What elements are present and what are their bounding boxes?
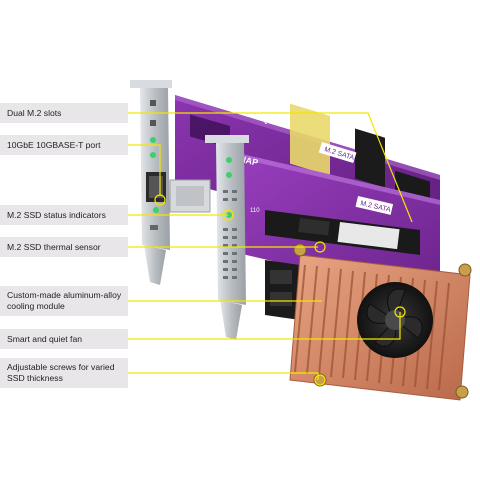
length-mark-110-lower: 110	[250, 266, 260, 272]
front-bracket	[205, 135, 249, 340]
callout-adjustable-screws-text: Adjustable screws for varied SSD thickne…	[7, 362, 115, 383]
back-bracket	[130, 80, 172, 285]
callout-adjustable-screws: Adjustable screws for varied SSD thickne…	[0, 358, 128, 388]
leader-screws	[128, 372, 319, 380]
callout-quiet-fan-text: Smart and quiet fan	[7, 333, 83, 344]
callout-10gbe-port-text: 10GbE 10GBASE-T port	[7, 139, 101, 150]
callout-status-indicators: M.2 SSD status indicators	[0, 205, 128, 225]
callout-thermal-sensor-text: M.2 SSD thermal sensor	[7, 241, 101, 252]
callout-dual-m2-slots-text: Dual M.2 slots	[7, 107, 62, 118]
callout-cooling-module-text: Custom-made aluminum-alloy cooling modul…	[7, 290, 122, 311]
ssd-lower	[265, 260, 300, 320]
callout-thermal-sensor: M.2 SSD thermal sensor	[0, 237, 128, 257]
leader-fan	[128, 312, 401, 340]
length-mark-110: 110	[250, 208, 260, 214]
screw-bottom-left	[313, 373, 327, 387]
leader-10gbe	[128, 144, 161, 196]
cooling-module	[289, 243, 472, 401]
callout-status-indicators-text: M.2 SSD status indicators	[7, 209, 106, 220]
callout-10gbe-port: 10GbE 10GBASE-T port	[0, 135, 128, 155]
leader-lines	[128, 112, 413, 380]
screw-bottom-right	[455, 385, 469, 399]
screw-top-left	[293, 243, 307, 257]
callout-cooling-module: Custom-made aluminum-alloy cooling modul…	[0, 286, 128, 316]
callout-dual-m2-slots: Dual M.2 slots	[0, 103, 128, 123]
leader-dual-m2	[128, 112, 413, 223]
callout-quiet-fan: Smart and quiet fan	[0, 329, 128, 349]
screw-top-right	[458, 263, 472, 277]
